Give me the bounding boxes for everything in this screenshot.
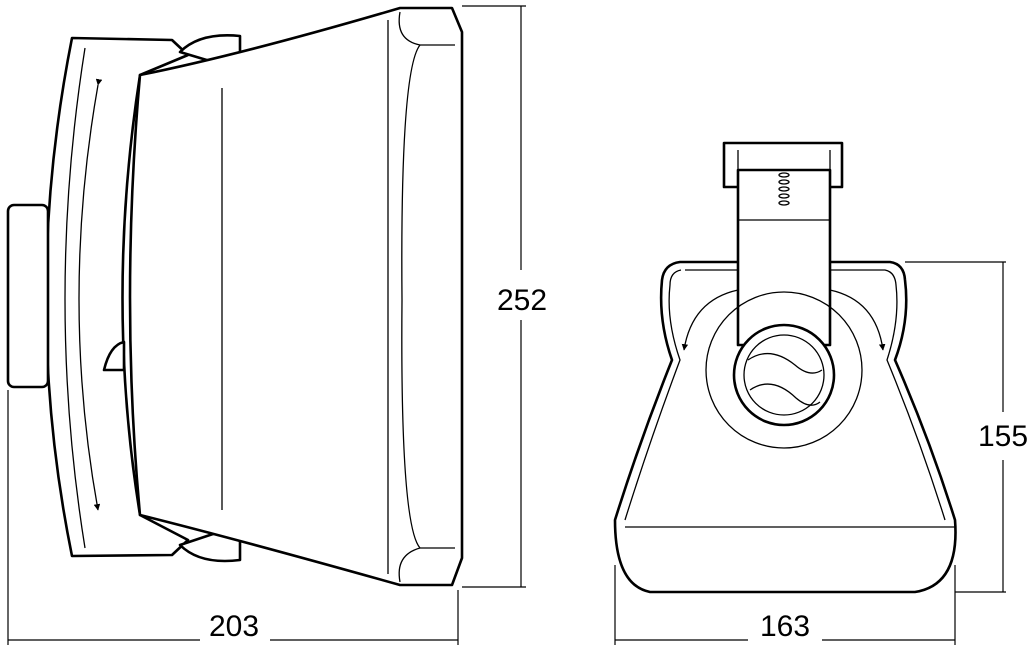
side-view: 252 203 — [6, 5, 547, 645]
tilt-arrow — [78, 78, 103, 511]
front-view: 155 163 — [613, 141, 1028, 645]
front-bracket-stem — [736, 168, 832, 347]
front-width-label: 163 — [760, 610, 810, 643]
front-speaker-body — [613, 260, 957, 594]
rotation-arrow-right — [829, 289, 886, 351]
pivot-knob — [732, 323, 836, 427]
side-wall-plate — [6, 203, 50, 389]
adjustment-holes — [778, 172, 790, 206]
side-depth-label: 203 — [209, 610, 259, 643]
front-height-label: 155 — [978, 420, 1028, 453]
rotation-arrow-left — [681, 289, 739, 351]
side-height-label: 252 — [497, 284, 547, 317]
rotation-ring — [705, 291, 863, 449]
side-speaker-body — [128, 6, 464, 587]
